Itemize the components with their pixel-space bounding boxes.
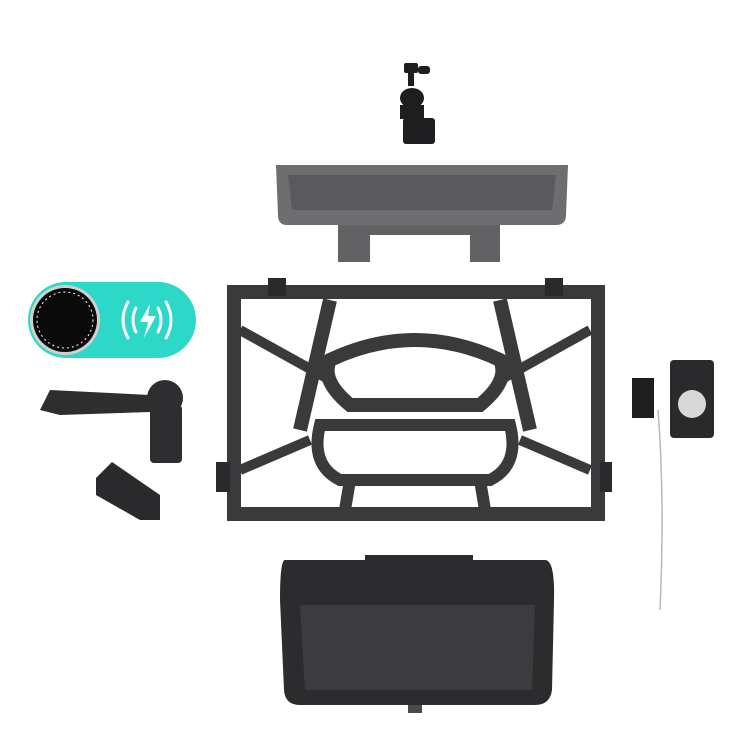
- top-tray: [276, 165, 568, 262]
- side-phone-clamp: [632, 360, 714, 611]
- clamp-clip: [96, 462, 160, 520]
- magsafe-wireless-charging-badge: [28, 282, 196, 358]
- articulating-arm: [40, 380, 183, 463]
- cage-frame: [227, 285, 605, 521]
- ball-head-mount: [400, 63, 435, 144]
- sun-hood: [280, 555, 555, 713]
- frame-knobs: [216, 278, 612, 492]
- wireless-charging-icon: [121, 300, 173, 340]
